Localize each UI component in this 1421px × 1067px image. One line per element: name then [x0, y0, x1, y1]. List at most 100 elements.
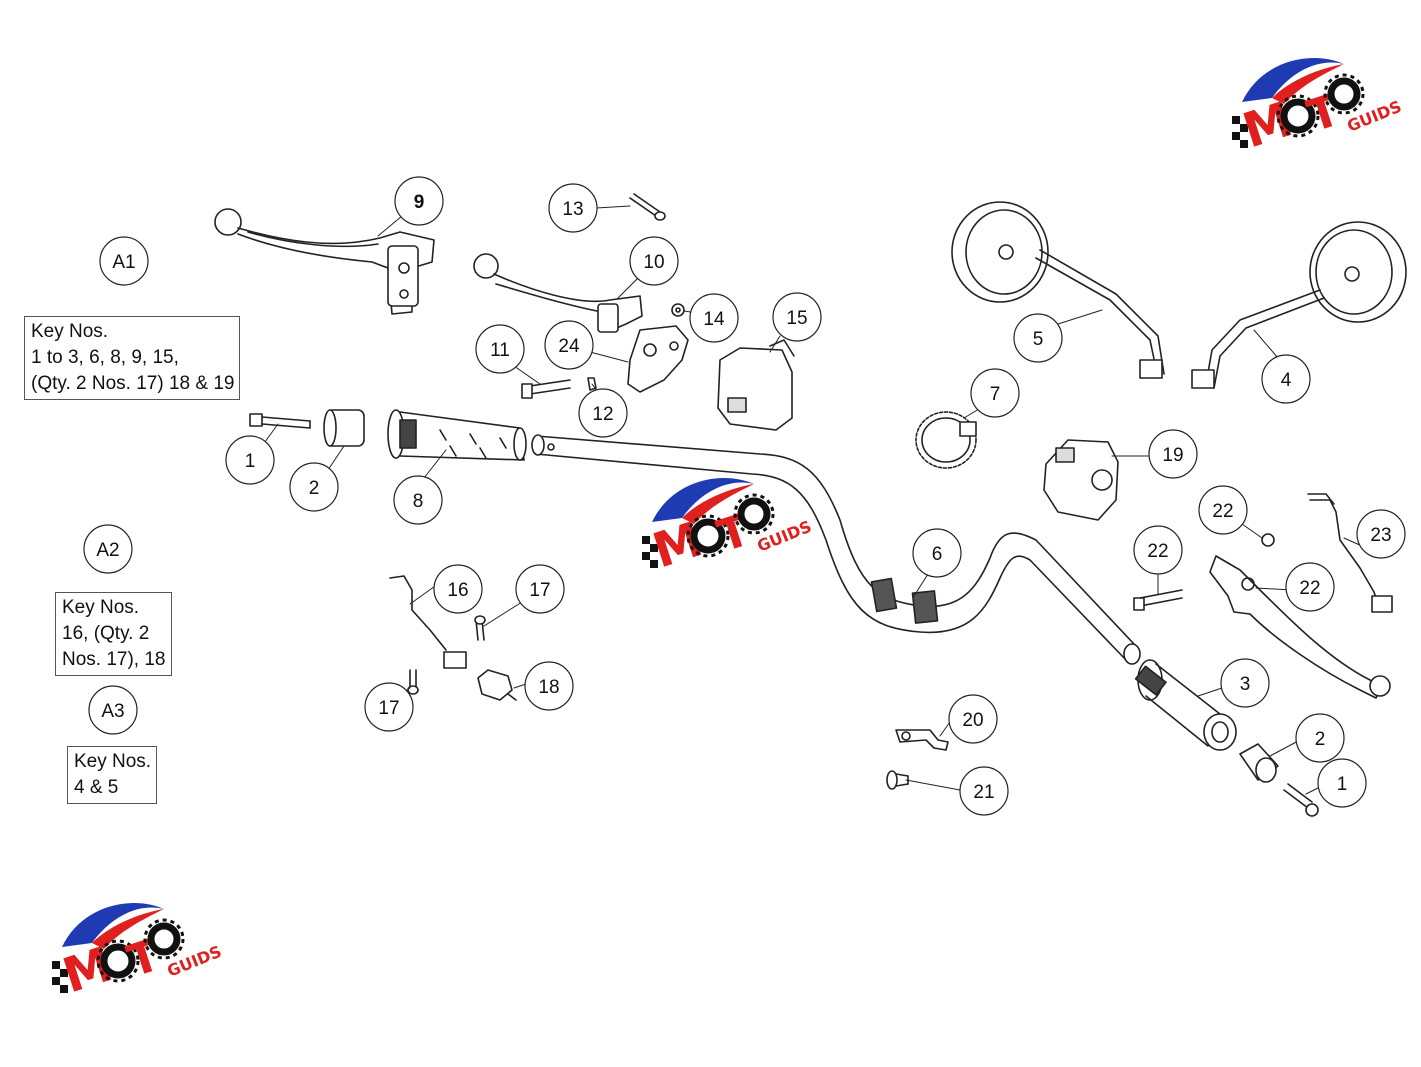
- callout-label: 20: [962, 710, 983, 731]
- callout-label: 22: [1299, 578, 1320, 599]
- callout-20: 20: [948, 694, 998, 744]
- screw-part-22-long: [1133, 589, 1183, 611]
- callout-2a: 2: [289, 462, 339, 512]
- callout-circle: [544, 320, 594, 370]
- callout-circle: [88, 685, 138, 735]
- key-box-a2: Key Nos. 16, (Qty. 2 Nos. 17), 18: [55, 592, 172, 676]
- mirror-part-4: [1191, 221, 1407, 389]
- callout-circle: [1261, 354, 1311, 404]
- bar-end-weight-part-2-right: [1239, 743, 1279, 783]
- callout-22c: 22: [1285, 562, 1335, 612]
- brake-lever-part-22: [1209, 555, 1391, 699]
- callout-circle: [433, 564, 483, 614]
- callout-22a: 22: [1198, 485, 1248, 535]
- callout-circle: [689, 293, 739, 343]
- callout-circle: [515, 564, 565, 614]
- callout-circle: [393, 475, 443, 525]
- callout-14: 14: [689, 293, 739, 343]
- callout-label: 1: [1337, 774, 1348, 795]
- callout-circle: [1285, 562, 1335, 612]
- callout-a3: A3: [88, 685, 138, 735]
- callout-label: 5: [1033, 329, 1044, 350]
- callout-12: 12: [578, 388, 628, 438]
- switch-part-18: [477, 669, 517, 701]
- callout-21: 21: [959, 766, 1009, 816]
- callout-circle: [1133, 525, 1183, 575]
- switch-housing-part-19: [1043, 439, 1119, 521]
- callout-label: 17: [529, 580, 550, 601]
- callout-circle: [289, 462, 339, 512]
- callout-16: 16: [433, 564, 483, 614]
- clamp-part-24: [627, 325, 689, 393]
- watermark-logo-top-right: [1232, 58, 1404, 159]
- grip-part-3: [1134, 659, 1237, 751]
- switch-housing-part-15: [717, 339, 795, 431]
- mirror-part-5: [951, 201, 1165, 379]
- callout-11: 11: [475, 324, 525, 374]
- callout-circle: [364, 682, 414, 732]
- callout-circle: [948, 694, 998, 744]
- grip-part-8: [387, 409, 527, 461]
- spring-part-12: [587, 377, 597, 391]
- bracket-part-20: [895, 729, 949, 751]
- brake-switch-part-23: [1307, 493, 1393, 613]
- screw-part-17-upper: [474, 615, 486, 641]
- callout-2b: 2: [1295, 713, 1345, 763]
- callout-label: 16: [447, 580, 468, 601]
- callout-3: 3: [1220, 658, 1270, 708]
- callout-13: 13: [548, 183, 598, 233]
- bar-end-weight-part-2-left: [323, 409, 365, 447]
- callout-label: 12: [592, 404, 613, 425]
- callout-a2: A2: [83, 524, 133, 574]
- key-box-a3: Key Nos. 4 & 5: [67, 746, 158, 804]
- callout-circle: [99, 236, 149, 286]
- callout-circle: [394, 176, 444, 226]
- callout-label: 11: [490, 340, 510, 361]
- watermark-logo-center: [642, 478, 814, 579]
- callout-label: 21: [973, 782, 994, 803]
- callout-label: 14: [703, 309, 725, 330]
- screw-part-21: [886, 770, 909, 790]
- callout-17a: 17: [515, 564, 565, 614]
- callout-24: 24: [544, 320, 594, 370]
- callout-circle: [970, 368, 1020, 418]
- callout-23: 23: [1356, 509, 1406, 559]
- callout-label: 22: [1212, 501, 1233, 522]
- callout-circle: [83, 524, 133, 574]
- callout-circle: [1356, 509, 1406, 559]
- callout-circle: [1317, 758, 1367, 808]
- callout-circle: [548, 183, 598, 233]
- handlebar-part-6: [531, 434, 1141, 665]
- callout-circle: [475, 324, 525, 374]
- callout-circle: [1013, 313, 1063, 363]
- callout-label: 2: [309, 478, 320, 499]
- screw-part-17-lower: [407, 669, 419, 695]
- callout-17b: 17: [364, 682, 414, 732]
- callout-5: 5: [1013, 313, 1063, 363]
- callout-label: 8: [413, 491, 424, 512]
- callout-label: A2: [96, 540, 119, 561]
- callout-circle: [1198, 485, 1248, 535]
- callout-15: 15: [772, 292, 822, 342]
- clip-part-7: [915, 411, 977, 469]
- callout-label: 4: [1281, 370, 1292, 391]
- callout-label: 9: [414, 192, 425, 213]
- bolt-part-11: [521, 379, 571, 399]
- brake-lever-part-10: [473, 253, 643, 333]
- callout-4: 4: [1261, 354, 1311, 404]
- key-box-a1: Key Nos. 1 to 3, 6, 8, 9, 15, (Qty. 2 No…: [24, 316, 241, 400]
- callout-label: 3: [1240, 674, 1251, 695]
- callout-label: A1: [112, 252, 135, 273]
- callout-22b: 22: [1133, 525, 1183, 575]
- callout-label: 15: [786, 308, 807, 329]
- bar-end-bolt-part-1-right: [1283, 783, 1319, 817]
- callout-7: 7: [970, 368, 1020, 418]
- callout-label: 7: [990, 384, 1001, 405]
- bolt-part-13: [629, 193, 666, 221]
- callout-label: 18: [538, 677, 559, 698]
- callout-1b: 1: [1317, 758, 1367, 808]
- callout-label: 6: [932, 544, 943, 565]
